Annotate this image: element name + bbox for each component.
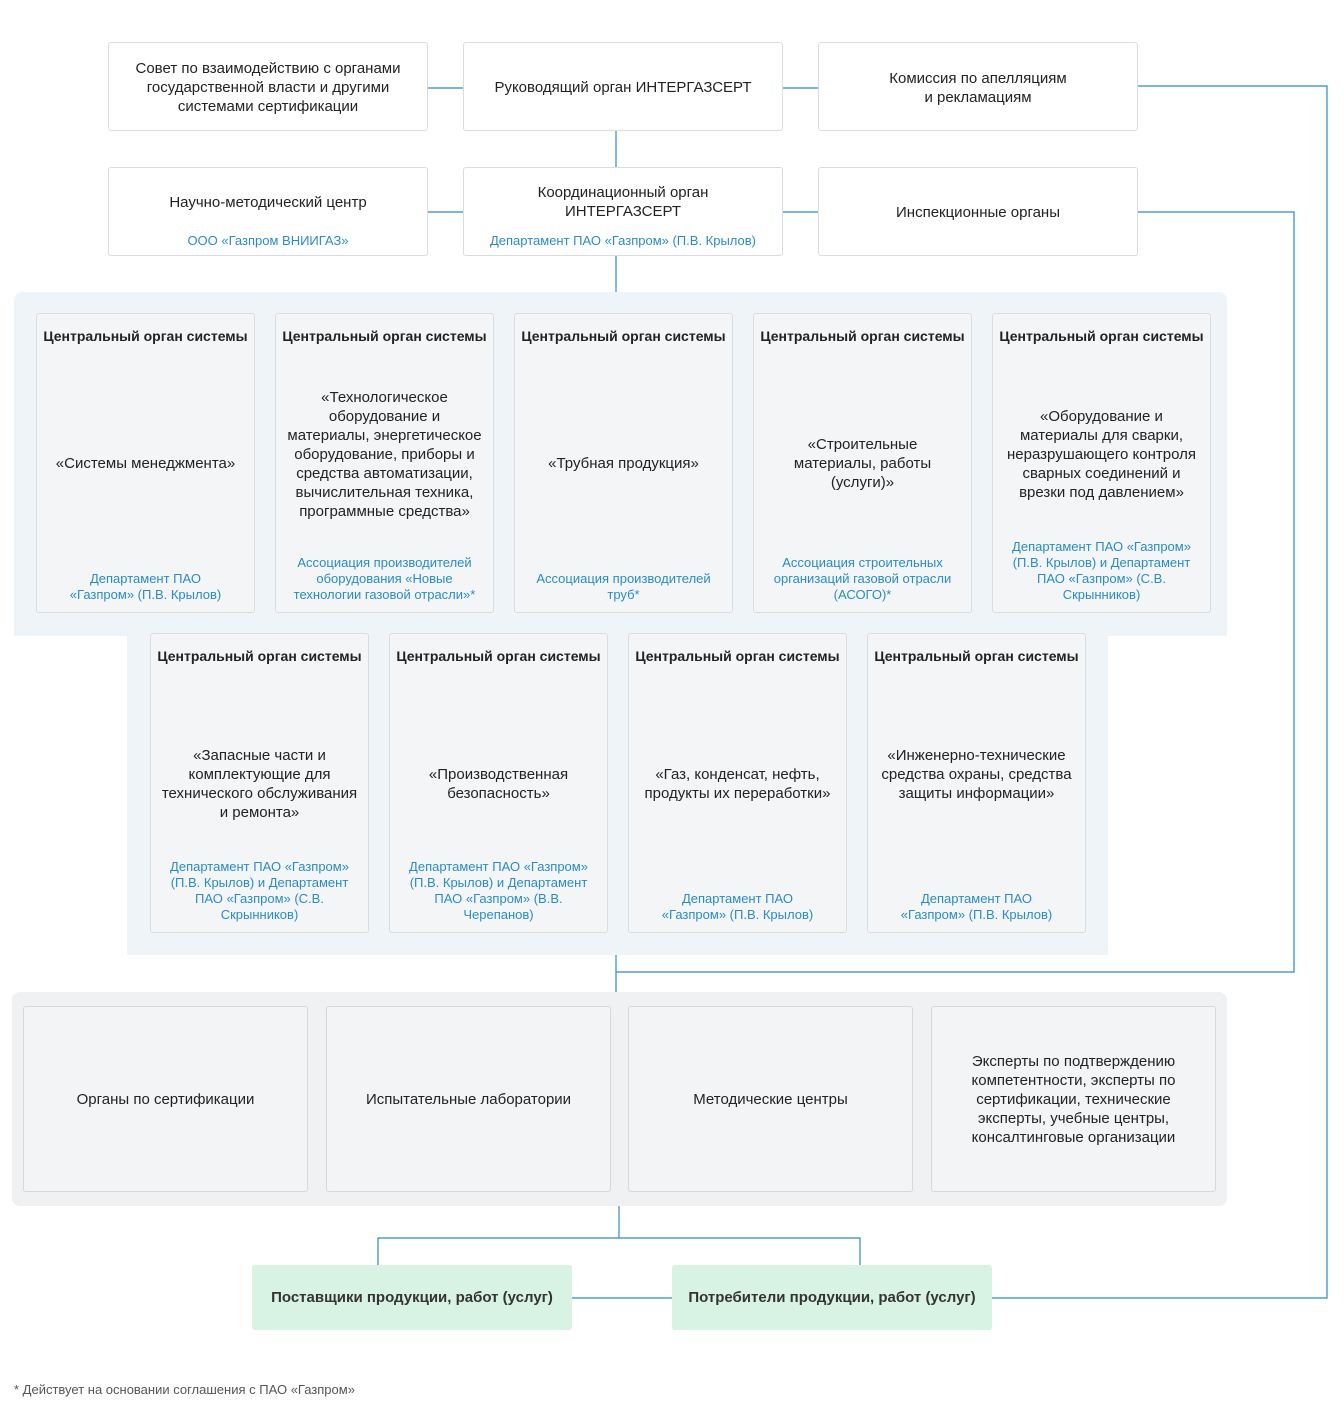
line-inspection-loop [616, 211, 1295, 973]
suppliers-box: Поставщики продукции, работ (услуг) [252, 1265, 572, 1330]
central-body-header: Центральный орган системы [635, 648, 840, 664]
council-box: Совет по взаимодействию с органами госуд… [108, 42, 428, 131]
central-body-name: «Запасные части и комплектующие для техн… [161, 747, 358, 821]
central-body-name: «Оборудование и материалы для сварки, не… [1007, 408, 1196, 501]
central-body-header: Центральный орган системы [760, 328, 965, 344]
central-body-sub: Департамент ПАО «Газпром» (П.В. Крылов) [69, 571, 222, 602]
central-body-name: «Системы менеджмента» [55, 455, 236, 472]
central-body-header: Центральный орган системы [282, 328, 487, 344]
appeals-commission-label: Комиссия по апелляциям и рекламациям [889, 70, 1067, 106]
inspection-bodies-box: Инспекционные органы [818, 167, 1138, 256]
central-body-sub: Департамент ПАО «Газпром» (П.В. Крылов) [661, 891, 814, 922]
coordinating-body-sub: Департамент ПАО «Газпром» (П.В. Крылов) [489, 233, 757, 248]
participant-experts: Эксперты по подтверждению компетентности… [931, 1006, 1216, 1192]
central-body-header: Центральный орган системы [43, 328, 248, 344]
line-branch [377, 1237, 861, 1265]
central-body-sub: Ассоциация строительных организаций газо… [773, 555, 952, 602]
research-center-label: Научно-методический центр [169, 194, 367, 211]
central-body-card: Центральный орган системы «Газ, конденса… [628, 633, 847, 933]
central-body-header: Центральный орган системы [999, 328, 1204, 344]
central-body-sub: Ассоциация производителей труб* [536, 571, 711, 602]
participant-certification-bodies: Органы по сертификации [23, 1006, 308, 1192]
central-body-name: «Трубная продукция» [548, 455, 699, 472]
central-body-card: Центральный орган системы «Инженерно-тех… [867, 633, 1086, 933]
central-body-name: «Инженерно-технические средства охраны, … [881, 747, 1072, 802]
central-body-name: «Газ, конденсат, нефть, продукты их пере… [644, 766, 831, 802]
council-label: Совет по взаимодействию с органами госуд… [135, 60, 401, 115]
central-body-sub: Ассоциация производителей оборудования «… [293, 555, 476, 602]
central-body-header: Центральный орган системы [157, 648, 362, 664]
central-body-sub: Департамент ПАО «Газпром» (П.В. Крылов) … [1012, 539, 1191, 602]
research-center-sub: ООО «Газпром ВНИИГАЗ» [187, 233, 349, 248]
central-body-sub: Департамент ПАО «Газпром» (П.В. Крылов) … [409, 859, 588, 922]
central-body-sub: Департамент ПАО «Газпром» (П.В. Крылов) [900, 891, 1053, 922]
participant-method-centers: Методические центры [628, 1006, 913, 1192]
central-body-name: «Строительные материалы, работы (услуги)… [793, 436, 932, 491]
governing-body-box: Руководящий орган ИНТЕРГАЗСЕРТ [463, 42, 783, 131]
line-appeals-consumers [992, 85, 1328, 1299]
coordinating-body-box: Координационный орган ИНТЕРГАЗСЕРТ Депар… [463, 167, 783, 256]
central-body-header: Центральный орган системы [521, 328, 726, 344]
coordinating-body-label: Координационный орган ИНТЕРГАЗСЕРТ [537, 184, 709, 220]
central-body-name: «Технологическое оборудование и материал… [287, 389, 482, 520]
research-center-box: Научно-методический центр ООО «Газпром В… [108, 167, 428, 256]
consumers-box: Потребители продукции, работ (услуг) [672, 1265, 992, 1330]
central-body-card: Центральный орган системы «Технологическ… [275, 313, 494, 613]
appeals-commission-box: Комиссия по апелляциям и рекламациям [818, 42, 1138, 131]
footnote: * Действует на основании соглашения с ПА… [14, 1382, 355, 1397]
central-body-card: Центральный орган системы «Строительные … [753, 313, 972, 613]
inspection-bodies-label: Инспекционные органы [896, 204, 1060, 221]
central-body-card: Центральный орган системы «Запасные част… [150, 633, 369, 933]
central-body-card: Центральный орган системы «Производствен… [389, 633, 608, 933]
central-body-card: Центральный орган системы «Системы менед… [36, 313, 255, 613]
central-body-header: Центральный орган системы [874, 648, 1079, 664]
governing-body-label: Руководящий орган ИНТЕРГАЗСЕРТ [494, 79, 752, 96]
central-body-header: Центральный орган системы [396, 648, 601, 664]
central-body-card: Центральный орган системы «Трубная проду… [514, 313, 733, 613]
central-body-sub: Департамент ПАО «Газпром» (П.В. Крылов) … [170, 859, 349, 922]
participant-test-labs: Испытательные лаборатории [326, 1006, 611, 1192]
central-body-name: «Производственная безопасность» [428, 766, 569, 802]
central-body-card: Центральный орган системы «Оборудование … [992, 313, 1211, 613]
